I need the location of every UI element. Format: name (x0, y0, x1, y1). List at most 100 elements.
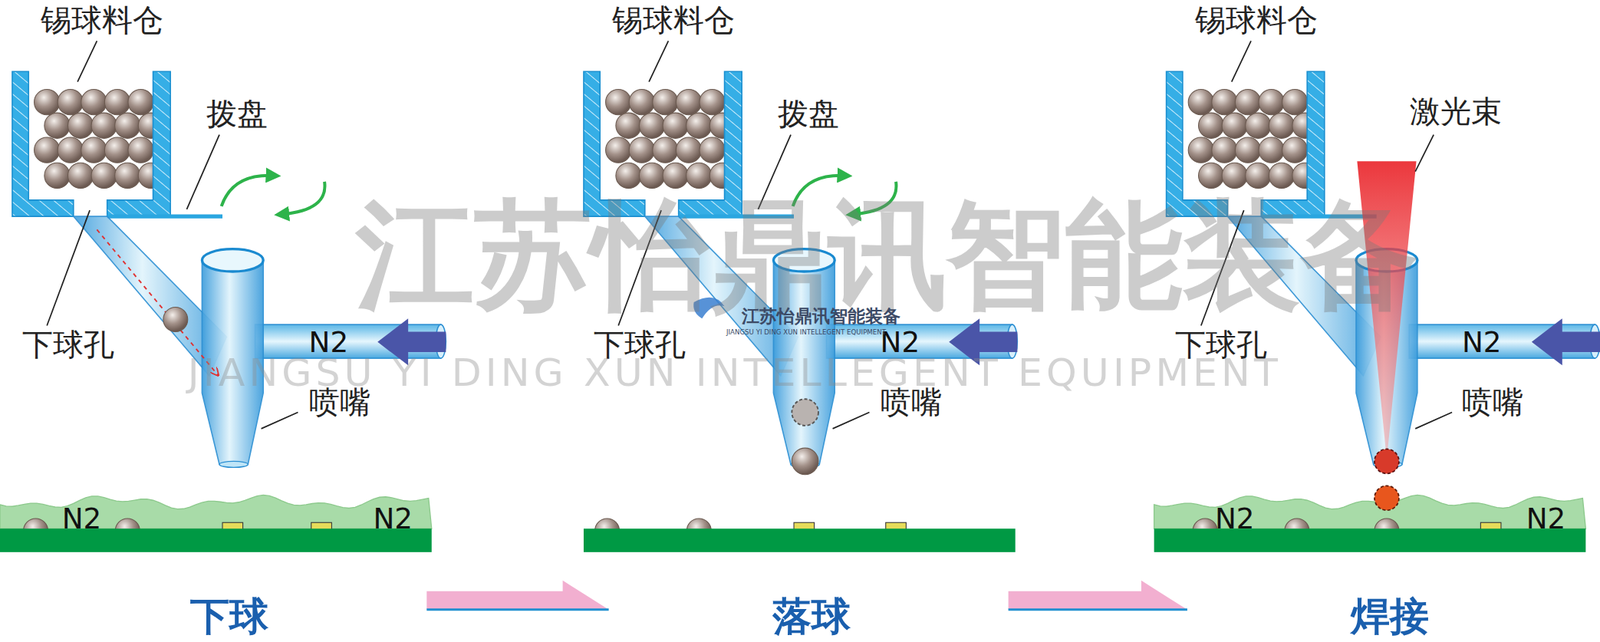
arrow-body (426, 580, 609, 610)
solder-ball (699, 89, 725, 116)
solder-ball (1188, 137, 1214, 163)
solder-ball (163, 307, 188, 333)
hopper-wall (12, 71, 74, 217)
solder-ball (652, 89, 679, 116)
solder-ball (81, 89, 107, 116)
leader-line (648, 40, 669, 82)
solder-ball (67, 112, 93, 139)
solder-ball (615, 162, 642, 188)
solder-ball (67, 162, 93, 188)
solder-pad (311, 522, 333, 530)
nozzle-tip (219, 460, 248, 468)
solder-pad (1480, 522, 1502, 530)
solder-ball (675, 137, 702, 163)
solder-ball (1258, 89, 1284, 116)
solder-ball (605, 89, 632, 116)
step-arrow (1008, 580, 1188, 610)
step-title: 焊接 (1350, 590, 1429, 642)
callout-label: 拨盘 (777, 97, 840, 132)
rotation-arrow (221, 175, 274, 207)
solder-ball (128, 137, 154, 163)
solder-ball (115, 162, 141, 188)
molten-ball (1374, 448, 1400, 474)
solder-pad (222, 522, 244, 530)
solder-ball (699, 137, 725, 163)
solder-ball (1221, 112, 1248, 139)
leader-line (1415, 412, 1452, 429)
step-arrow (426, 580, 609, 610)
gas-label: N2 (62, 502, 103, 534)
solder-ball (652, 137, 679, 163)
solder-ball (638, 112, 665, 139)
solder-ball (1221, 162, 1248, 188)
solder-ball (1234, 137, 1261, 163)
leader-line (832, 412, 870, 429)
solder-ball (686, 112, 712, 139)
gas-label: N2 (372, 502, 413, 534)
solder-ball (686, 162, 712, 188)
solder-ball (1258, 137, 1284, 163)
gas-label: N2 (1214, 502, 1255, 534)
solder-ball (81, 137, 107, 163)
callout-label: 锡球料仓 (40, 3, 164, 38)
logo-text: JIANGSU YI DING XUN INTELLEGENT EQUIPMEN… (726, 329, 886, 337)
solder-ball (128, 89, 154, 116)
solder-ball (1282, 137, 1308, 163)
callout-label: 锡球料仓 (1195, 3, 1318, 38)
callout-label: 下球孔 (22, 328, 115, 363)
watermark: JIANGSU YI DING XUN INTELLEGENT EQUIPMEN… (187, 351, 1282, 395)
arrow-body (1008, 580, 1188, 610)
pcb-board (583, 528, 1016, 553)
solder-ball (638, 162, 665, 188)
solder-ball (44, 112, 70, 139)
solder-ball (115, 112, 141, 139)
leader-line (1415, 134, 1434, 172)
step-title: 落球 (772, 590, 851, 642)
solder-ball (34, 137, 60, 163)
molten-ball (1374, 485, 1400, 511)
step-title: 下球 (190, 590, 269, 642)
solder-ball (628, 137, 655, 163)
callout-label: 锡球料仓 (612, 3, 735, 38)
solder-pad (885, 522, 907, 530)
solder-ball (1268, 162, 1294, 188)
step-label: 下球 (37, 590, 422, 642)
solder-ball (57, 137, 83, 163)
leader-line (261, 412, 299, 429)
arrow-edge (1008, 608, 1188, 611)
gas-flow-arrow (1531, 318, 1600, 366)
solder-ball (1198, 112, 1225, 139)
ball-ghost (791, 398, 819, 426)
leader-line (186, 134, 220, 210)
solder-ball (104, 89, 130, 116)
solder-ball (104, 137, 130, 163)
leader-line (77, 40, 97, 82)
gas-label: N2 (1461, 325, 1502, 358)
solder-ball (605, 137, 632, 163)
solder-ball (675, 89, 702, 116)
rotation-arrow (281, 181, 325, 215)
arrow-edge (426, 608, 609, 611)
watermark: 江苏怡鼎讯智能装备 (355, 190, 1419, 321)
solder-ball (662, 162, 689, 188)
solder-ball (1211, 137, 1238, 163)
solder-pad (793, 522, 815, 530)
solder-ball (91, 112, 117, 139)
leader-line (46, 210, 90, 326)
solder-ball (91, 162, 117, 188)
hopper-wall (107, 71, 171, 217)
logo-text: 江苏怡鼎讯智能装备 (741, 306, 901, 326)
gas-label: N2 (1526, 502, 1567, 534)
solder-ball (1198, 162, 1225, 188)
solder-ball (791, 447, 819, 475)
solder-ball (615, 112, 642, 139)
step-label: 落球 (619, 590, 1004, 642)
solder-ball (628, 89, 655, 116)
callout-label: 喷嘴 (1461, 386, 1524, 421)
step-label: 焊接 (1198, 590, 1582, 642)
nozzle-mouth (201, 249, 264, 272)
solder-ball (44, 162, 70, 188)
solder-ball (1245, 112, 1271, 139)
solder-ball (1282, 89, 1308, 116)
callout-label: 激光束 (1409, 95, 1502, 129)
